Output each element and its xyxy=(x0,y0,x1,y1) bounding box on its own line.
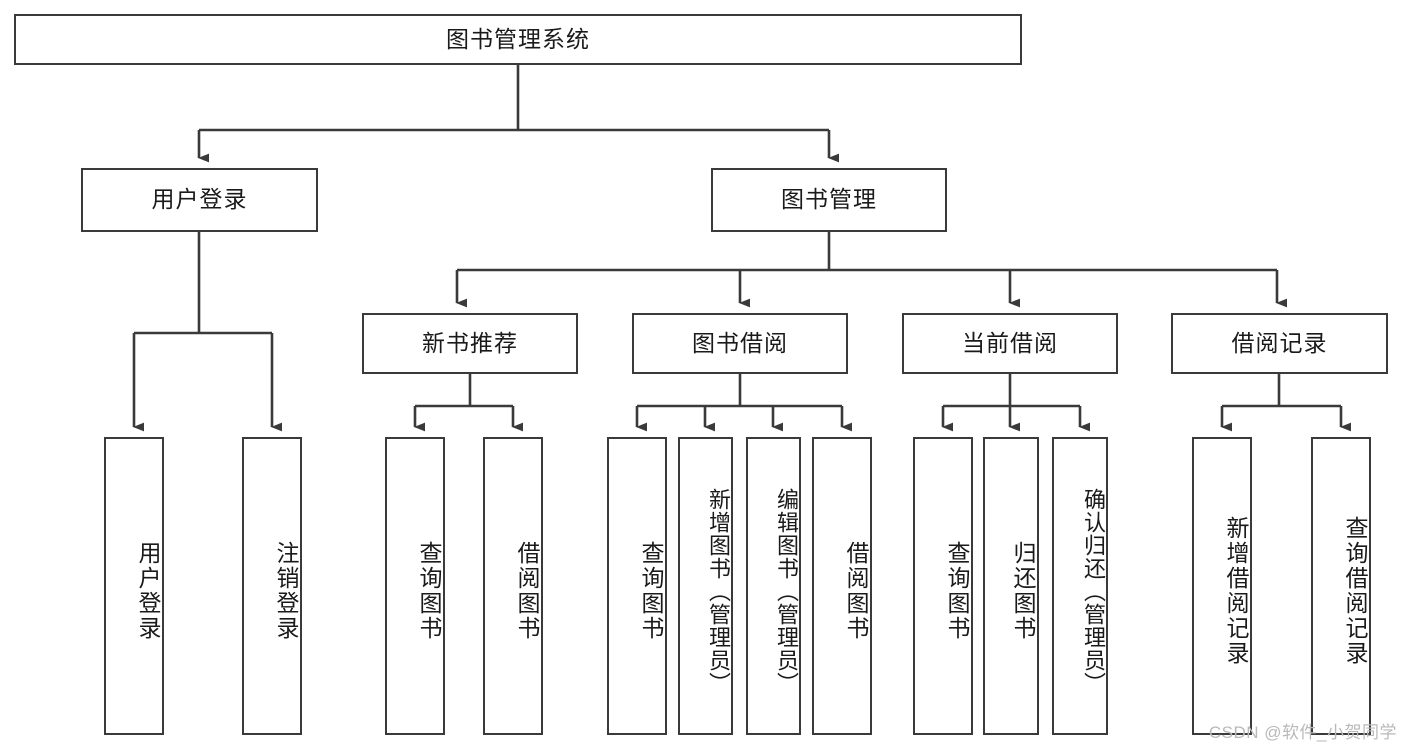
node-current-borrow[interactable]: 当前借阅 xyxy=(902,313,1118,374)
leaf-confirm-return[interactable]: 确认归还（管理员） xyxy=(1052,437,1108,735)
node-user-login-label: 用户登录 xyxy=(151,186,248,213)
leaf-borrow-book-1-label: 借阅图书 xyxy=(514,541,540,641)
leaf-add-book[interactable]: 新增图书（管理员） xyxy=(678,437,733,735)
leaf-user-login[interactable]: 用户登录 xyxy=(104,437,164,735)
csdn-watermark: CSDN @软件_小贺同学 xyxy=(1208,723,1397,742)
leaf-query-record-label: 查询借阅记录 xyxy=(1342,516,1368,666)
leaf-add-record[interactable]: 新增借阅记录 xyxy=(1192,437,1252,735)
leaf-add-book-label: 新增图书（管理员） xyxy=(706,487,731,695)
leaf-query-book-3-label: 查询图书 xyxy=(944,541,970,641)
node-new-book-recommend[interactable]: 新书推荐 xyxy=(362,313,578,374)
leaf-return-book[interactable]: 归还图书 xyxy=(983,437,1039,735)
node-borrow-record-label: 借阅记录 xyxy=(1231,329,1328,356)
leaf-borrow-book-1[interactable]: 借阅图书 xyxy=(483,437,543,735)
leaf-query-book-2[interactable]: 查询图书 xyxy=(607,437,667,735)
leaf-query-book-1-label: 查询图书 xyxy=(416,541,442,641)
leaf-confirm-return-label: 确认归还（管理员） xyxy=(1081,487,1106,695)
node-book-borrow-label: 图书借阅 xyxy=(692,329,788,356)
leaf-query-book-2-label: 查询图书 xyxy=(638,541,664,641)
leaf-add-record-label: 新增借阅记录 xyxy=(1223,516,1249,666)
node-book-management-label: 图书管理 xyxy=(781,186,877,213)
node-current-borrow-label: 当前借阅 xyxy=(962,329,1058,356)
node-book-management[interactable]: 图书管理 xyxy=(711,168,947,232)
node-root-label: 图书管理系统 xyxy=(446,25,590,52)
leaf-logout-login[interactable]: 注销登录 xyxy=(242,437,302,735)
node-book-borrow[interactable]: 图书借阅 xyxy=(632,313,848,374)
leaf-query-book-3[interactable]: 查询图书 xyxy=(913,437,973,735)
leaf-query-record[interactable]: 查询借阅记录 xyxy=(1311,437,1371,735)
leaf-logout-login-label: 注销登录 xyxy=(273,541,299,641)
node-user-login[interactable]: 用户登录 xyxy=(81,168,318,232)
leaf-edit-book[interactable]: 编辑图书（管理员） xyxy=(746,437,801,735)
leaf-query-book-1[interactable]: 查询图书 xyxy=(385,437,445,735)
node-new-book-recommend-label: 新书推荐 xyxy=(422,329,518,356)
leaf-borrow-book-2[interactable]: 借阅图书 xyxy=(812,437,872,735)
node-root[interactable]: 图书管理系统 xyxy=(14,14,1022,65)
leaf-return-book-label: 归还图书 xyxy=(1010,541,1036,641)
node-borrow-record[interactable]: 借阅记录 xyxy=(1171,313,1388,374)
leaf-user-login-label: 用户登录 xyxy=(135,541,161,641)
leaf-borrow-book-2-label: 借阅图书 xyxy=(843,541,869,641)
leaf-edit-book-label: 编辑图书（管理员） xyxy=(774,487,799,695)
